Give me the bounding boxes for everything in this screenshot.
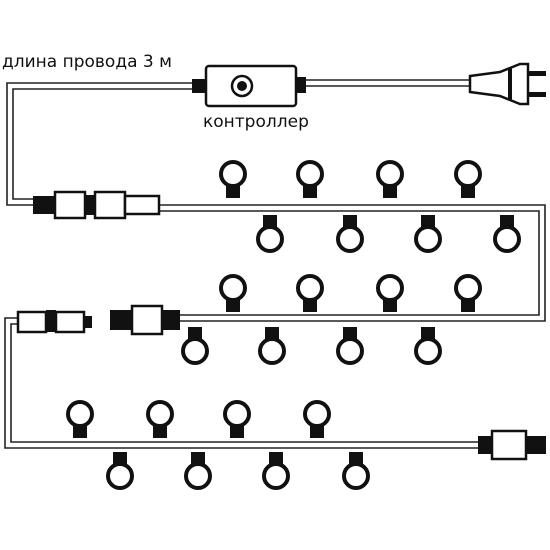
connector-icon <box>16 310 92 334</box>
plug-icon <box>468 62 546 106</box>
bulb-icon <box>146 400 174 438</box>
bulb-icon <box>296 274 324 312</box>
bulb-icon <box>414 327 442 365</box>
connector-icon <box>33 190 161 220</box>
bulb-icon <box>258 327 286 365</box>
bulb-icon <box>262 452 290 490</box>
bulb-icon <box>219 160 247 198</box>
bulb-icon <box>342 452 370 490</box>
connector-icon <box>110 304 180 336</box>
bulb-icon <box>303 400 331 438</box>
bulb-icon <box>454 160 482 198</box>
bulb-icon <box>66 400 94 438</box>
bulb-icon <box>184 452 212 490</box>
wire-paths <box>4 79 546 449</box>
controller-label: контроллер <box>203 112 309 132</box>
bulb-icon <box>256 215 284 253</box>
controller-icon <box>192 64 306 108</box>
bulb-icon <box>106 452 134 490</box>
connector-icon <box>478 429 546 461</box>
bulb-icon <box>336 215 364 253</box>
bulb-icon <box>296 160 324 198</box>
bulb-icon <box>181 327 209 365</box>
bulb-icon <box>376 160 404 198</box>
bulb-icon <box>219 274 247 312</box>
bulb-icon <box>223 400 251 438</box>
bulb-icon <box>376 274 404 312</box>
bulb-icon <box>493 215 521 253</box>
wire-length-label: длина провода 3 м <box>2 52 172 72</box>
bulb-icon <box>414 215 442 253</box>
bulb-group <box>66 160 521 490</box>
bulb-icon <box>336 327 364 365</box>
bulb-icon <box>454 274 482 312</box>
